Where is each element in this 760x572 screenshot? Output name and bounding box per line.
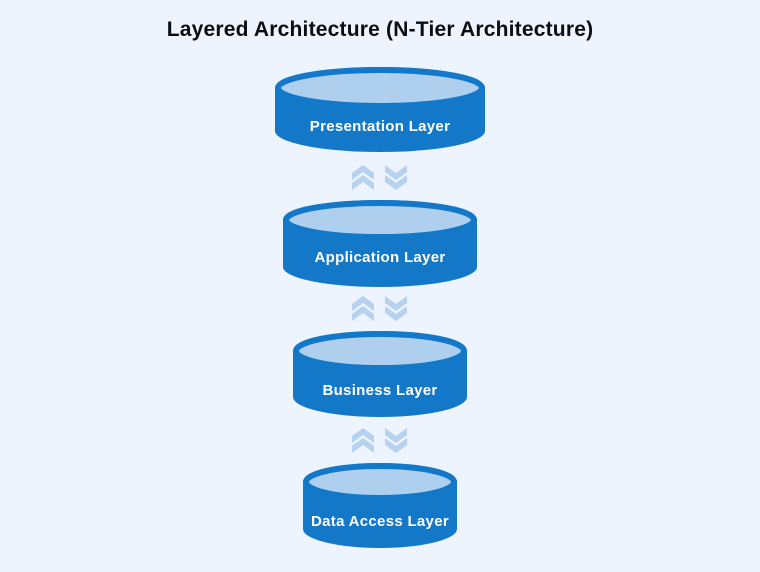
cylinder-top-ellipse	[283, 200, 477, 240]
layer-label-application: Application Layer	[314, 249, 446, 266]
chevron-double-down-icon	[385, 428, 407, 453]
cylinder-top-ellipse	[275, 67, 485, 109]
layer-label-business: Business Layer	[322, 382, 438, 399]
chevron-double-down-icon	[385, 165, 407, 190]
application-layer-cylinder	[283, 200, 477, 287]
business-layer-cylinder	[293, 331, 467, 417]
chevron-double-up-icon	[352, 165, 374, 190]
data-access-layer-cylinder	[303, 463, 457, 548]
layer-label-data-access: Data Access Layer	[311, 513, 449, 530]
chevron-double-down-icon	[385, 296, 407, 321]
page-title: Layered Architecture (N-Tier Architectur…	[166, 18, 594, 41]
layer-label-presentation: Presentation Layer	[309, 118, 451, 135]
cylinder-top-ellipse	[293, 331, 467, 371]
chevron-double-up-icon	[352, 296, 374, 321]
cylinder-top-ellipse	[303, 463, 457, 501]
presentation-layer-cylinder	[275, 67, 485, 152]
chevron-double-up-icon	[352, 428, 374, 453]
